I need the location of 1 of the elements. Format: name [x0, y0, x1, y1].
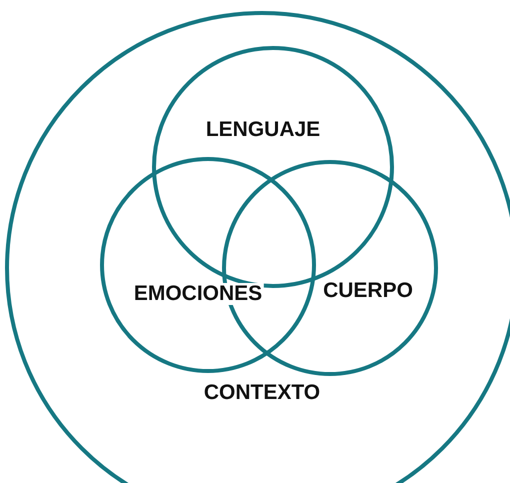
circle — [100, 157, 316, 373]
